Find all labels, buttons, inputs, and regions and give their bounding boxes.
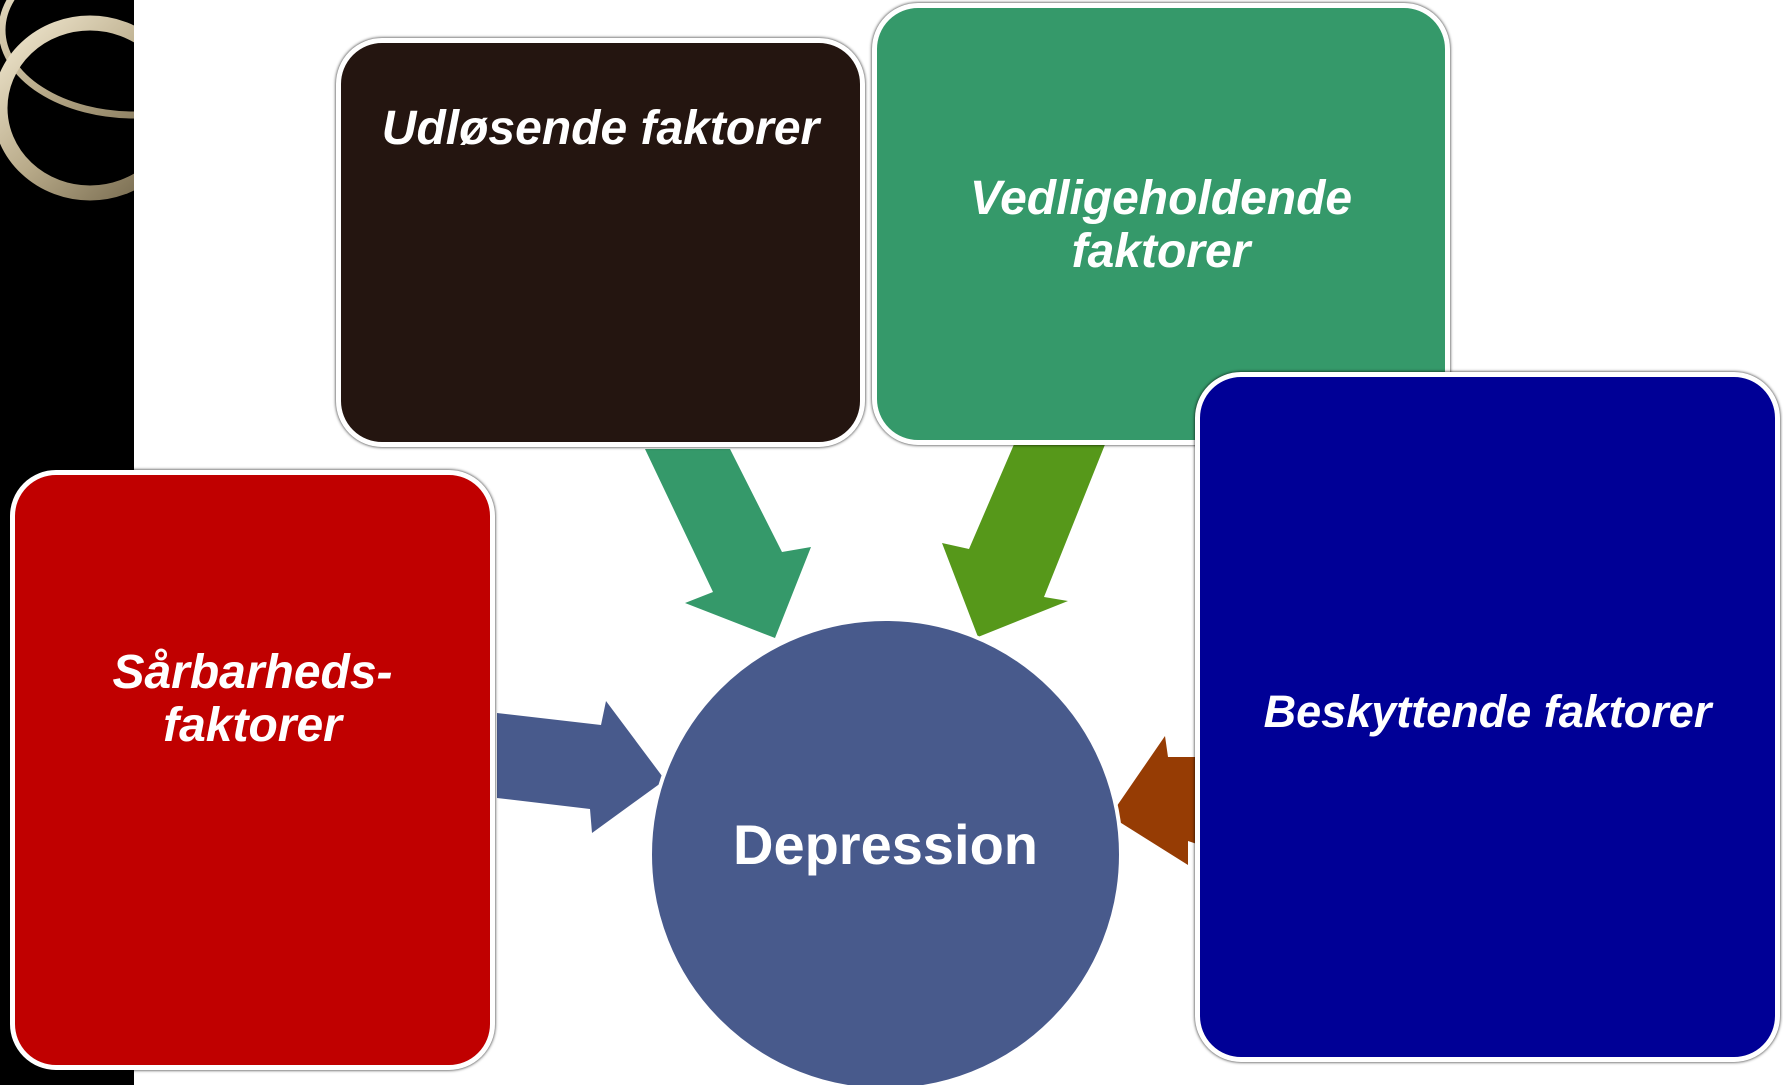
factor-box-beskyttende: Beskyttende faktorer: [1195, 372, 1780, 1062]
factor-box-sarbarheds: Sårbarheds- faktorer: [10, 470, 495, 1070]
factor-box-udlosende: Udløsende faktorer: [336, 38, 865, 447]
decorative-ring-icon: [0, 0, 134, 201]
arrow-beskyttende: [1110, 736, 1197, 865]
factor-label-udlosende: Udløsende faktorer: [381, 102, 820, 155]
depression-circle: Depression: [648, 617, 1123, 1085]
factor-label-beskyttende: Beskyttende faktorer: [1263, 686, 1712, 738]
factor-box-vedligeholdende: Vedligeholdende faktorer: [872, 3, 1450, 445]
factor-label-vedligeholdende: Vedligeholdende faktorer: [969, 172, 1353, 278]
arrow-vedligeholdende: [942, 442, 1106, 637]
factor-label-sarbarheds: Sårbarheds- faktorer: [112, 646, 393, 752]
arrow-sarbarheds: [497, 701, 665, 833]
arrow-udlosende: [645, 449, 811, 638]
depression-label: Depression: [733, 813, 1038, 876]
